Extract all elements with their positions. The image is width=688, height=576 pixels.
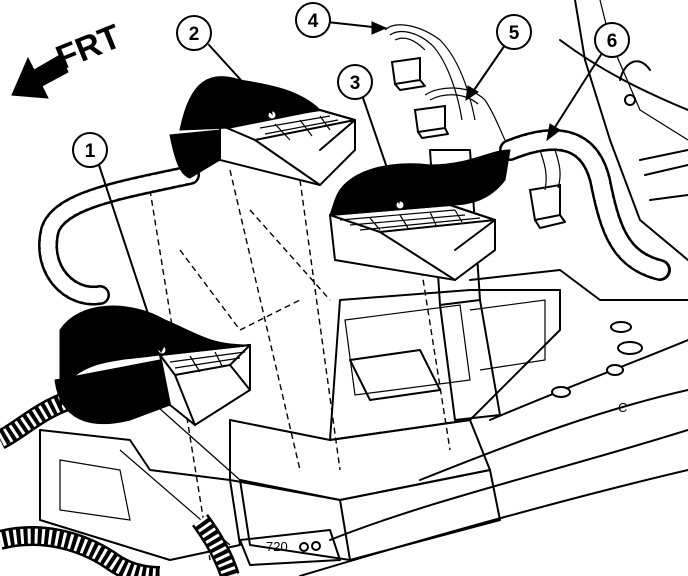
connector-bolt: [395, 200, 405, 210]
rivet: [311, 541, 321, 551]
callout-6: 6: [594, 22, 630, 58]
callout-circle: [72, 132, 108, 168]
connector-2: [169, 76, 356, 187]
connector-5: [413, 87, 506, 141]
connector-3: [328, 149, 511, 282]
rivet: [299, 542, 309, 552]
callout-3: 3: [337, 64, 373, 100]
callout-circle: [496, 14, 532, 50]
callout-circle: [594, 22, 630, 58]
callout-5: 5: [496, 14, 532, 50]
connector-6: [528, 149, 566, 229]
callout-number: 3: [350, 73, 361, 94]
body-structure: C 720: [39, 0, 688, 576]
callout-1: 1: [72, 132, 108, 168]
callout-number: 4: [308, 11, 319, 32]
callout-number: 2: [189, 24, 200, 45]
callout-number: 5: [509, 23, 520, 44]
connector-4: [384, 24, 476, 121]
callout-number: 6: [607, 31, 618, 52]
arrow-front-icon: [11, 54, 69, 99]
panel-mark: C: [618, 400, 627, 415]
callout-number: 1: [85, 141, 96, 162]
callout-circle: [295, 2, 331, 38]
grommet: [617, 341, 643, 355]
part-mark-label: 720: [266, 539, 288, 554]
grommet: [551, 386, 571, 398]
callout-2: 2: [176, 15, 212, 51]
front-orientation: FRT: [11, 17, 127, 99]
grommet: [610, 321, 632, 333]
callout-4: 4: [295, 2, 331, 38]
callout-circle: [176, 15, 212, 51]
leader-lines: [97, 21, 605, 354]
connector-1: [54, 305, 251, 427]
grommet: [606, 364, 624, 376]
callout-circle: [337, 64, 373, 100]
bolt-hole: [624, 94, 636, 106]
front-label: FRT: [51, 17, 127, 77]
